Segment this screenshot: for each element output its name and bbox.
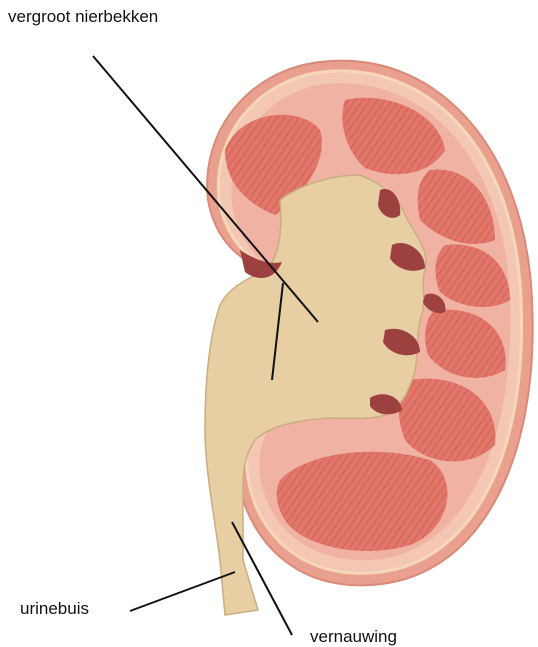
leader-line-ureter bbox=[130, 572, 235, 611]
